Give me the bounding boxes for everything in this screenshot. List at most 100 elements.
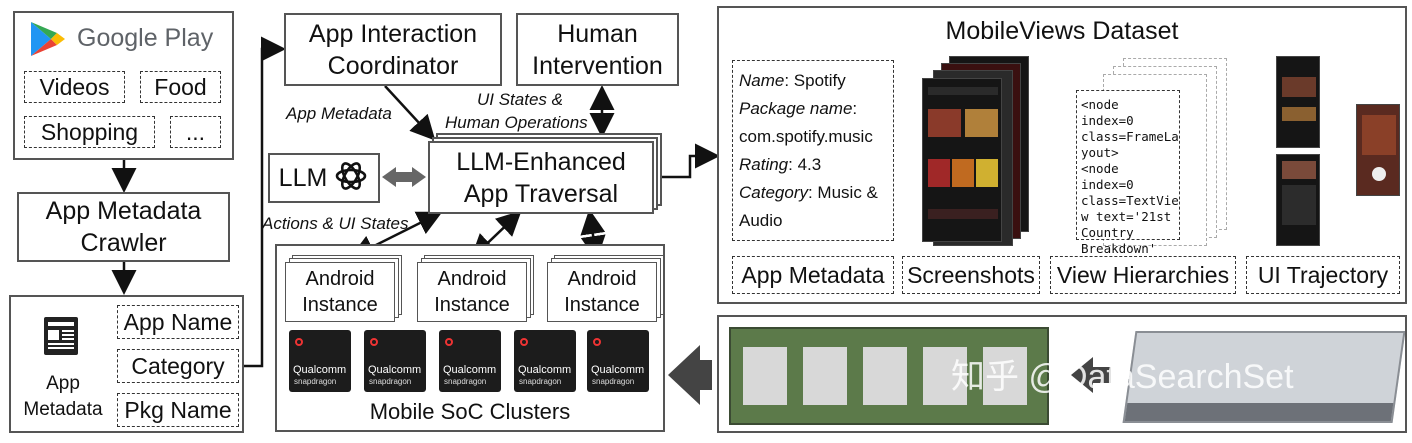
trajectory-phone-3 bbox=[1276, 154, 1320, 246]
traj-3-text bbox=[1282, 185, 1316, 225]
chassis-front-bar bbox=[1124, 403, 1394, 421]
chip-4-brand: Qualcomm bbox=[518, 364, 572, 376]
field-pkg-name: Pkg Name bbox=[117, 393, 239, 427]
hierarchy-line-5: class=TextVie bbox=[1081, 193, 1179, 208]
meta-pkg-value: com.spotify.music bbox=[739, 127, 873, 146]
chip-1-logo-icon bbox=[295, 338, 303, 346]
metadata-label-1: App bbox=[46, 373, 80, 394]
chip-2-model: snapdragon bbox=[369, 377, 412, 386]
meta-category-val: : Music & bbox=[807, 183, 878, 202]
chip-1-brand: Qualcomm bbox=[293, 364, 347, 376]
traversal-line1: LLM-Enhanced bbox=[456, 147, 626, 176]
snapdragon-chip-5: Qualcomm snapdragon bbox=[587, 330, 649, 392]
chip-3-brand: Qualcomm bbox=[443, 364, 497, 376]
instance-1-line2: Instance bbox=[302, 294, 378, 316]
board-module-4 bbox=[923, 347, 967, 405]
meta-category-row: Category: Music & bbox=[739, 179, 887, 207]
caption-view-hierarchies: View Hierarchies bbox=[1050, 256, 1236, 294]
clusters-title: Mobile SoC Clusters bbox=[369, 399, 571, 424]
category-food: Food bbox=[140, 71, 221, 103]
openai-icon bbox=[333, 158, 369, 199]
traj-3-art bbox=[1282, 161, 1316, 179]
android-instance-1: Android Instance bbox=[285, 262, 395, 322]
app-interaction-coordinator: App Interaction Coordinator bbox=[284, 13, 502, 86]
screenshot-front bbox=[922, 78, 1002, 242]
llm-enhanced-app-traversal: LLM-Enhanced App Traversal bbox=[428, 141, 654, 214]
human-line1: Human bbox=[557, 19, 638, 48]
board-module-1 bbox=[743, 347, 787, 405]
view-hierarchy-front: <node index=0 class=FrameLa yout> <node … bbox=[1076, 90, 1180, 272]
dataset-title: MobileViews Dataset bbox=[945, 17, 1179, 45]
chip-5-model: snapdragon bbox=[592, 377, 635, 386]
meta-rating-key: Rating bbox=[739, 155, 789, 174]
chip-3-logo-icon bbox=[445, 338, 453, 346]
screenshot-tile-1 bbox=[928, 109, 961, 137]
chip-2-logo-icon bbox=[370, 338, 378, 346]
field-app-name: App Name bbox=[117, 305, 239, 339]
screenshot-tile-3 bbox=[928, 159, 950, 187]
meta-name-key: Name bbox=[739, 71, 785, 90]
trajectory-phone-1 bbox=[1276, 56, 1320, 148]
chip-2-brand: Qualcomm bbox=[368, 364, 422, 376]
android-instance-3: Android Instance bbox=[547, 262, 657, 322]
meta-rating-val: : 4.3 bbox=[788, 155, 822, 174]
caption-screenshots: Screenshots bbox=[902, 256, 1040, 294]
chip-1-model: snapdragon bbox=[294, 377, 337, 386]
mobile-soc-clusters: Android Instance Android Instance Androi… bbox=[275, 244, 665, 432]
edge-label-ui-states-1: UI States & bbox=[477, 90, 563, 109]
meta-pkg-row: Package name: bbox=[739, 95, 887, 123]
snapdragon-chip-2: Qualcomm snapdragon bbox=[364, 330, 426, 392]
soc-board-photo bbox=[729, 327, 1049, 425]
watermark-text: 知乎 @DataSearchSet bbox=[951, 358, 1294, 396]
instance-3-line2: Instance bbox=[564, 294, 640, 316]
screenshot-tile-5 bbox=[976, 159, 998, 187]
chip-3-model: snapdragon bbox=[444, 377, 487, 386]
traversal-line2: App Traversal bbox=[463, 179, 619, 208]
snapdragon-chip-4: Qualcomm snapdragon bbox=[514, 330, 576, 392]
crawler-line1: App Metadata bbox=[45, 197, 202, 225]
hierarchy-line-2: class=FrameLa bbox=[1081, 129, 1179, 144]
mobileviews-dataset-panel: MobileViews Dataset Name: Spotify Packag… bbox=[717, 6, 1407, 304]
field-category: Category bbox=[117, 349, 239, 383]
traj-1-tile bbox=[1282, 77, 1316, 97]
hierarchy-line-1: <node index=0 bbox=[1081, 97, 1134, 128]
caption-app-metadata: App Metadata bbox=[732, 256, 894, 294]
edge-label-ui-states-2: Human Operations bbox=[445, 113, 588, 132]
screenshot-tile-2 bbox=[965, 109, 998, 137]
screenshot-header bbox=[928, 87, 998, 95]
metadata-card: Name: Spotify Package name: com.spotify.… bbox=[732, 60, 894, 241]
llm-label: LLM bbox=[278, 164, 328, 192]
google-play-icon bbox=[27, 19, 67, 59]
coordinator-line1: App Interaction bbox=[308, 19, 478, 48]
app-metadata-panel: App Metadata App Name Category Pkg Name bbox=[9, 295, 244, 433]
screenshot-player bbox=[928, 209, 998, 219]
meta-category-cont: Audio bbox=[739, 211, 783, 230]
meta-pkg-val: : bbox=[852, 99, 858, 118]
chip-4-model: snapdragon bbox=[519, 377, 562, 386]
meta-pkg-key: Package name bbox=[739, 99, 853, 118]
hierarchy-line-4: <node index=0 bbox=[1081, 161, 1134, 192]
chip-5-brand: Qualcomm bbox=[591, 364, 645, 376]
android-instance-2: Android Instance bbox=[417, 262, 527, 322]
traj-2-play bbox=[1372, 167, 1386, 181]
traj-2-art bbox=[1362, 115, 1396, 155]
instance-2-line2: Instance bbox=[434, 294, 510, 316]
photo-arrow-icon bbox=[1069, 353, 1113, 402]
instance-2-line1: Android bbox=[437, 268, 507, 290]
google-play-panel: Google Play Videos Food Shopping ... bbox=[13, 11, 234, 160]
llm-box: LLM bbox=[268, 153, 380, 203]
hardware-photo-panel: 知乎 @DataSearchSet bbox=[717, 315, 1407, 433]
hierarchy-line-6: w text='21st bbox=[1081, 209, 1172, 224]
metadata-crawler: App Metadata Crawler bbox=[17, 192, 230, 262]
category-videos: Videos bbox=[24, 71, 125, 103]
coordinator-line2: Coordinator bbox=[327, 51, 459, 80]
meta-name-val: : Spotify bbox=[784, 71, 846, 90]
edge-label-app-metadata: App Metadata bbox=[286, 104, 392, 123]
instance-3-line1: Android bbox=[567, 268, 637, 290]
screenshot-tile-4 bbox=[952, 159, 974, 187]
snapdragon-chip-3: Qualcomm snapdragon bbox=[439, 330, 501, 392]
edge-label-actions: Actions & UI States bbox=[262, 214, 409, 233]
meta-name-row: Name: Spotify bbox=[739, 67, 887, 95]
board-module-3 bbox=[863, 347, 907, 405]
caption-ui-trajectory: UI Trajectory bbox=[1246, 256, 1400, 294]
